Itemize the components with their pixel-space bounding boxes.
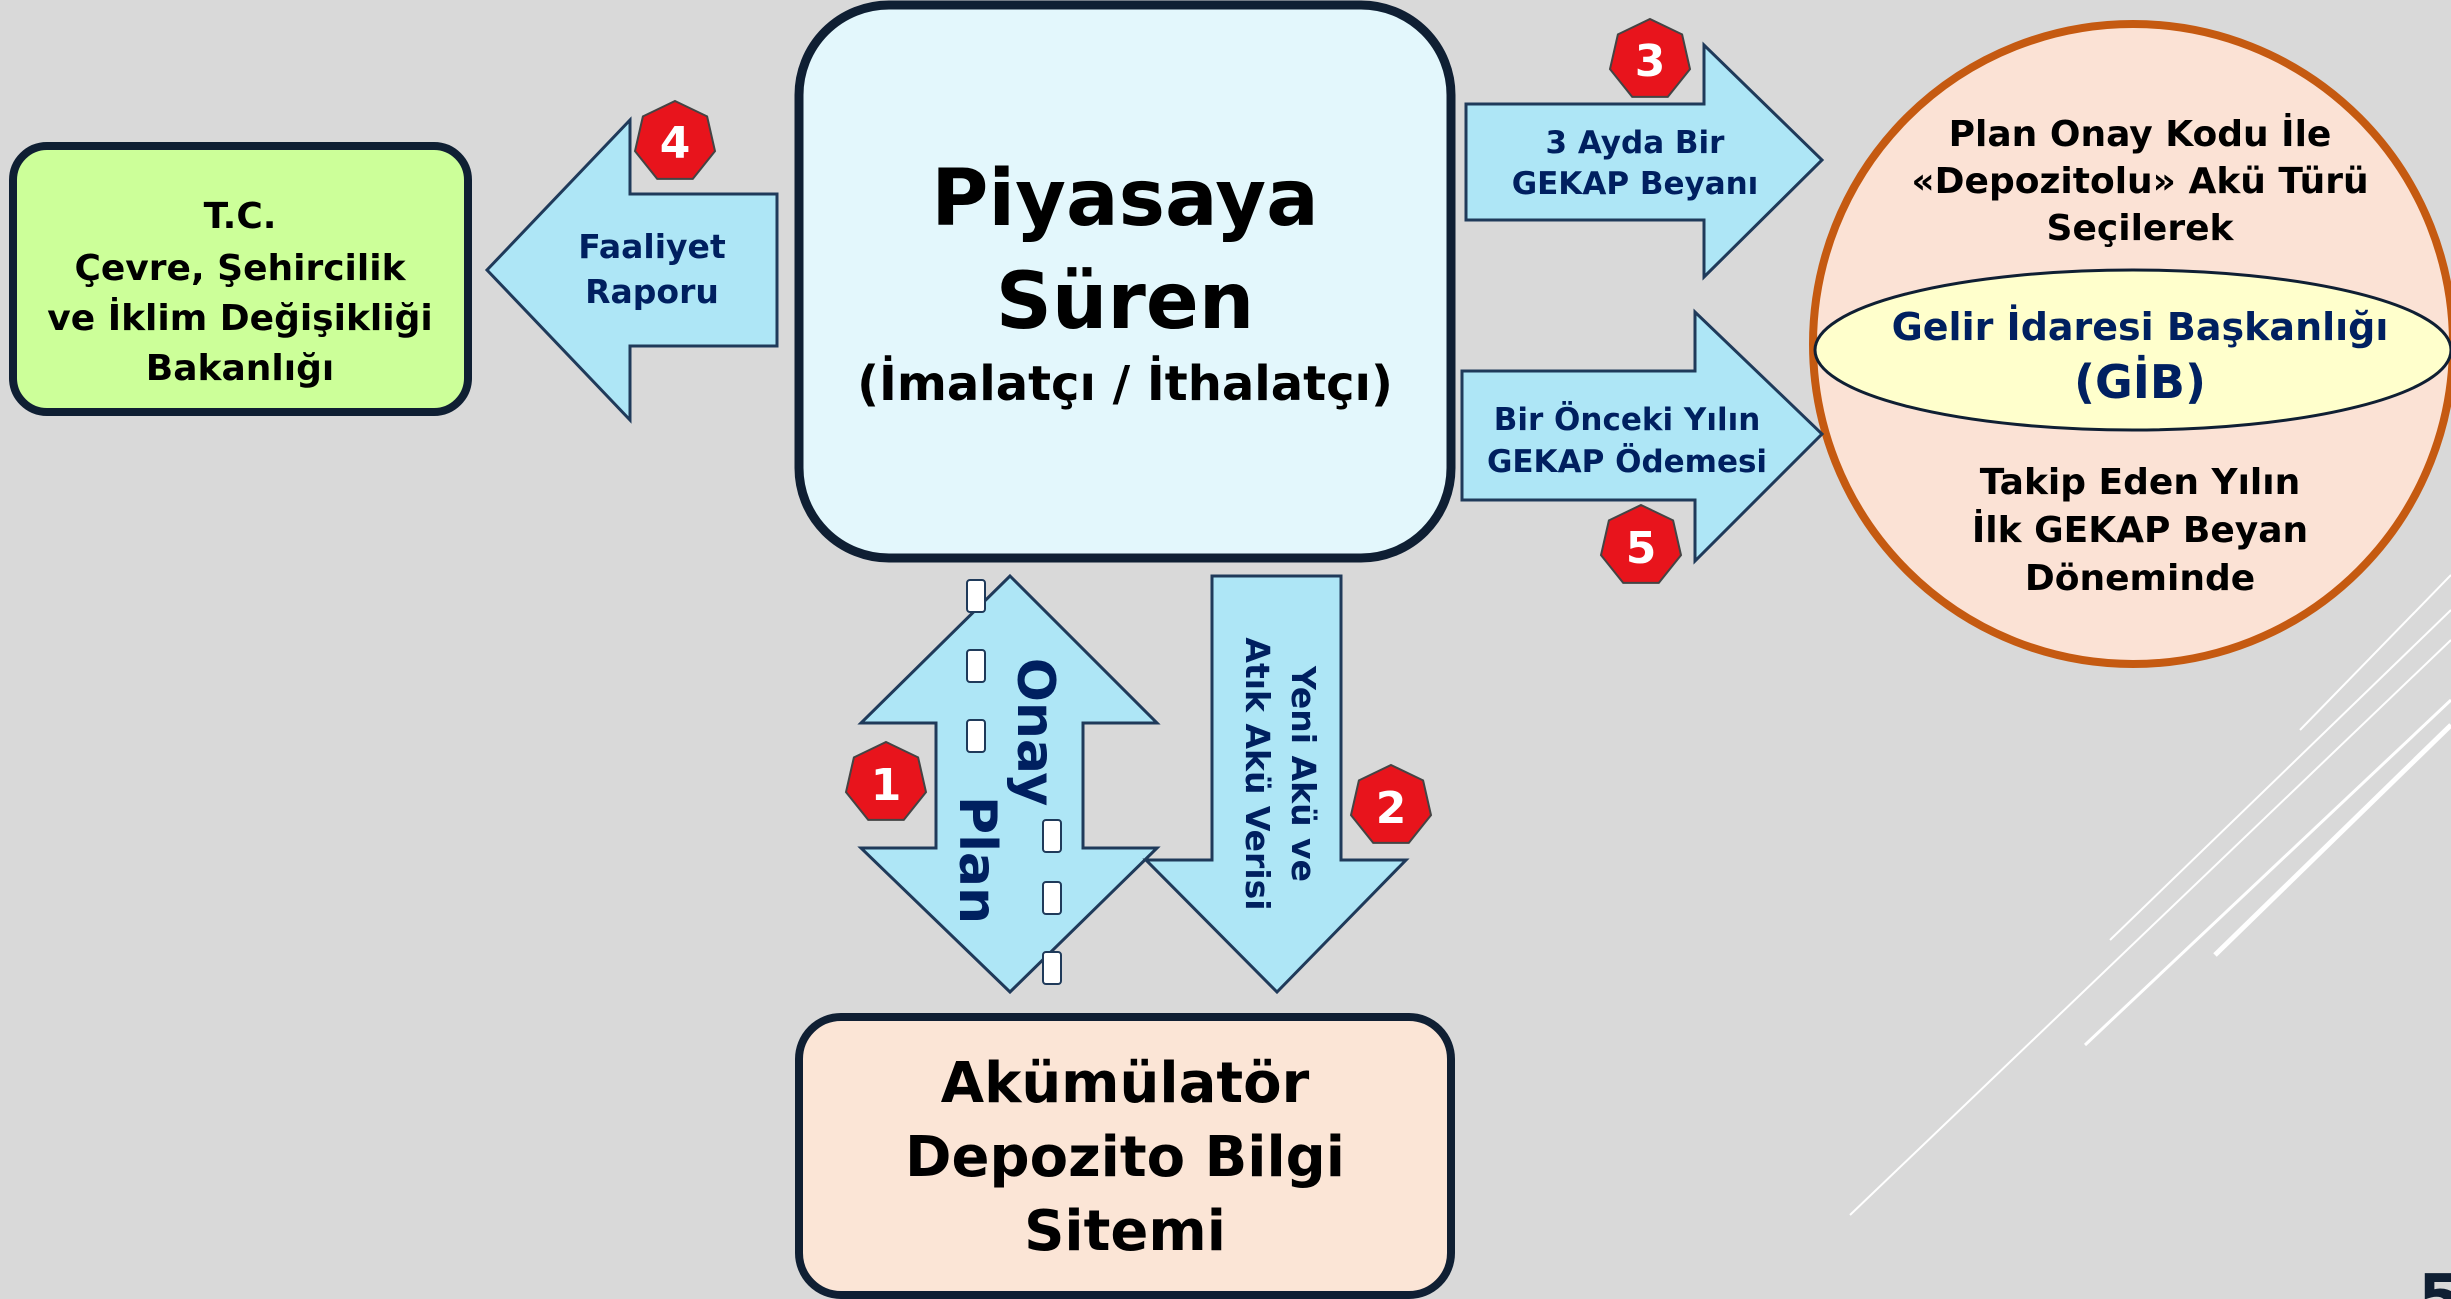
gib-top-line1: Plan Onay Kodu İle	[1949, 113, 2332, 155]
step-badge-2: 2	[1349, 763, 1433, 844]
dashed-connector-left	[966, 579, 986, 753]
gib-top-line3: Seçilerek	[2047, 208, 2235, 249]
annual-payment-line2: GEKAP Ödemesi	[1487, 443, 1767, 480]
step-badge-1-number: 1	[871, 760, 902, 811]
step-badge-3-number: 3	[1635, 36, 1666, 87]
annual-payment-arrow: Bir Önceki Yılın GEKAP Ödemesi	[1460, 308, 1825, 565]
step-badge-2-number: 2	[1376, 783, 1407, 834]
quarterly-declaration-arrow: 3 Ayda Bir GEKAP Beyanı	[1464, 41, 1825, 281]
decorative-lines	[1849, 574, 2451, 1216]
step-badge-5: 5	[1599, 503, 1683, 584]
step-badge-4-number: 4	[660, 118, 691, 169]
ministry-line1: T.C.	[204, 196, 277, 237]
step-badge-3: 3	[1608, 17, 1692, 98]
center-title-line2: Süren	[996, 257, 1255, 347]
gib-bottom-line1: Takip Eden Yılın	[1980, 462, 2300, 503]
annual-payment-line1: Bir Önceki Yılın	[1494, 401, 1761, 438]
ministry-line4: Bakanlığı	[146, 348, 334, 389]
battery-data-line2: Atık Akü Verisi	[1238, 637, 1277, 910]
gib-bottom-line3: Döneminde	[2025, 558, 2255, 599]
battery-system-line1: Akümülatör	[941, 1051, 1310, 1116]
gib-name-line1: Gelir İdaresi Başkanlığı	[1892, 305, 2389, 349]
page-number: 5	[2418, 1262, 2451, 1299]
step-badge-4: 4	[633, 99, 717, 180]
activity-report-arrow: Faaliyet Raporu	[484, 116, 779, 424]
dashed-connector-right	[1042, 819, 1062, 985]
battery-system-line3: Sitemi	[1024, 1199, 1226, 1264]
battery-data-arrow: Yeni Akü ve Atık Akü Verisi	[1142, 574, 1410, 995]
quarterly-declaration-line1: 3 Ayda Bir	[1546, 125, 1726, 161]
revenue-administration-circle: Plan Onay Kodu İle «Depozitolu» Akü Türü…	[1809, 20, 2451, 668]
ministry-line2: Çevre, Şehircilik	[74, 248, 406, 289]
plan-approval-double-arrow: Plan Onay	[857, 573, 1161, 995]
activity-report-line2: Raporu	[585, 272, 719, 311]
plan-label: Plan	[947, 796, 1007, 924]
quarterly-declaration-line2: GEKAP Beyanı	[1512, 166, 1759, 202]
gib-name-line2: (GİB)	[2074, 355, 2206, 409]
activity-report-line1: Faaliyet	[578, 227, 726, 266]
gib-bottom-line2: İlk GEKAP Beyan	[1972, 509, 2308, 551]
battery-deposit-system-box: Akümülatör Depozito Bilgi Sitemi	[795, 1013, 1455, 1299]
step-badge-5-number: 5	[1626, 523, 1657, 574]
gib-top-line2: «Depozitolu» Akü Türü	[1911, 161, 2368, 202]
ministry-line3: ve İklim Değişikliği	[47, 297, 432, 339]
market-supplier-box: Piyasaya Süren (İmalatçı / İthalatçı)	[794, 0, 1456, 563]
approval-label: Onay	[1005, 658, 1065, 807]
battery-system-line2: Depozito Bilgi	[905, 1125, 1345, 1190]
center-title-line1: Piyasaya	[931, 154, 1319, 244]
ministry-box: T.C. Çevre, Şehircilik ve İklim Değişikl…	[9, 142, 472, 416]
center-subtitle: (İmalatçı / İthalatçı)	[857, 355, 1393, 412]
step-badge-1: 1	[844, 740, 928, 821]
battery-data-line1: Yeni Akü ve	[1284, 665, 1323, 882]
